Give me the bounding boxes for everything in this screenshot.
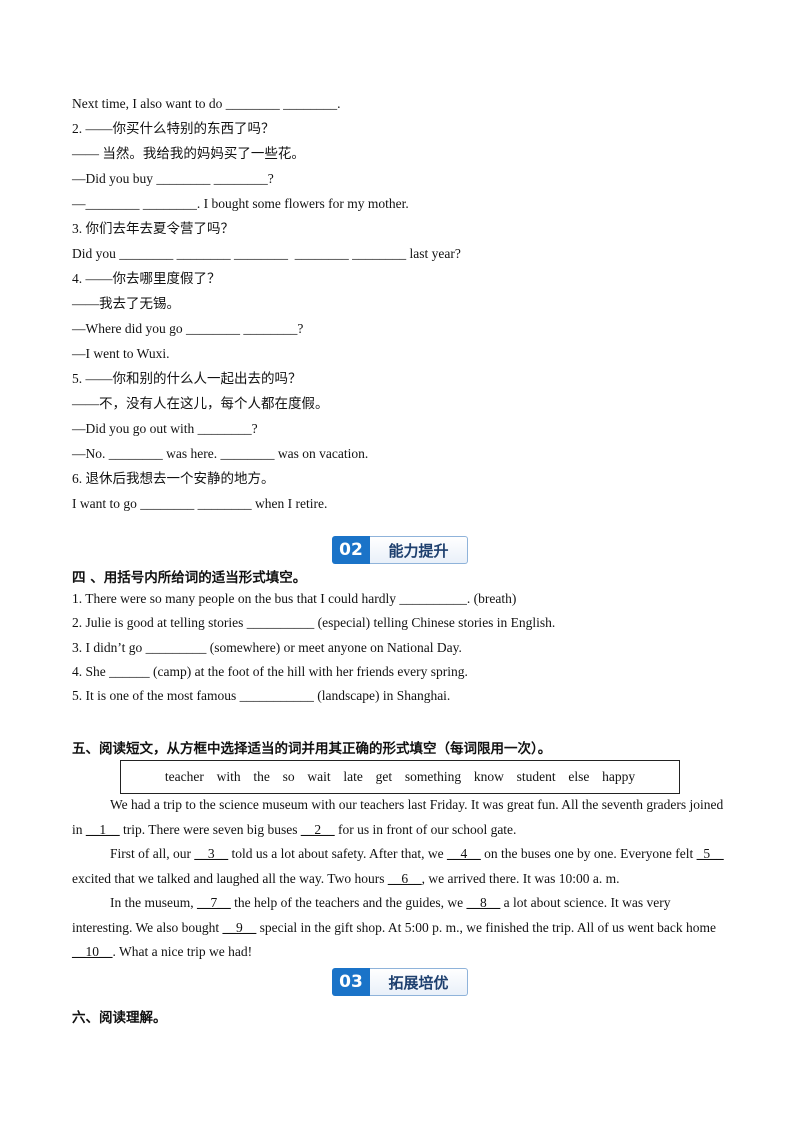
exercise-item: 2. Julie is good at telling stories ____… (72, 615, 556, 630)
text-line: ——我去了无锡。 (72, 296, 180, 311)
blank-10[interactable]: __10__ (72, 944, 113, 959)
word-bank-box: teacher with the so wait late get someth… (120, 760, 680, 794)
blank-9[interactable]: __9__ (222, 919, 257, 935)
question-2-cn: 2. ——你买什么特别的东西了吗？ (72, 121, 275, 136)
exercise-item: 4. She ______ (camp) at the foot of the … (72, 664, 468, 679)
question-5-cn: 5. ——你和别的什么人一起出去的吗？ (72, 371, 302, 386)
exercise-item: 3. I didn’t go _________ (somewhere) or … (72, 640, 462, 655)
blank-6[interactable]: __6__ (387, 870, 422, 886)
passage-paragraph-1: We had a trip to the science museum with… (72, 797, 724, 837)
text-line: Did you ________ ________ ________ _____… (72, 246, 461, 261)
text-line: —No. ________ was here. ________ was on … (72, 446, 369, 461)
section-5-title: 五、阅读短文，从方框中选择适当的词并用其正确的形式填空（每词限用一次）。 (72, 741, 552, 757)
badge-label: 拓展培优 (370, 968, 468, 996)
text-line: —Did you buy ________ ________? (72, 171, 274, 186)
section-4-title: 四 、用括号内所给词的适当形式填空。 (72, 570, 307, 586)
question-3-cn: 3. 你们去年去夏令营了吗？ (72, 221, 234, 236)
text-line: ——不，没有人在这儿，每个人都在度假。 (72, 396, 329, 411)
passage-paragraph-3: In the museum, __7__ the help of the tea… (72, 895, 716, 959)
badge-number: 02 (332, 536, 370, 564)
blank-8[interactable]: __8__ (466, 895, 501, 910)
badge-number: 03 (332, 968, 370, 996)
exercise-item: 1. There were so many people on the bus … (72, 591, 517, 606)
word-bank-text: teacher with the so wait late get someth… (164, 769, 636, 784)
text-line: Next time, I also want to do ________ __… (72, 96, 341, 111)
badge-label: 能力提升 (370, 536, 468, 564)
blank-3[interactable]: __3__ (194, 846, 229, 861)
blank-7[interactable]: __7__ (197, 895, 231, 910)
text-line: —I went to Wuxi. (72, 346, 170, 361)
passage-paragraph-2: First of all, our __3__ told us a lot ab… (72, 846, 724, 886)
question-4-cn: 4. ——你去哪里度假了？ (72, 271, 221, 286)
text-line: —Did you go out with ________? (72, 421, 258, 436)
text-line: —— 当然。我给我的妈妈买了一些花。 (72, 146, 305, 161)
blank-1[interactable]: __1__ (85, 821, 120, 837)
text-line: —Where did you go ________ ________? (72, 321, 304, 336)
question-6-cn: 6. 退休后我想去一个安静的地方。 (72, 471, 275, 486)
blank-4[interactable]: __4__ (446, 846, 481, 861)
section-badge-02: 02 能力提升 (332, 536, 468, 564)
blank-2[interactable]: __2__ (300, 821, 335, 837)
section-badge-03: 03 拓展培优 (332, 968, 468, 996)
text-line: —________ ________. I bought some flower… (72, 196, 409, 211)
blank-5[interactable]: _5__ (696, 846, 724, 861)
exercise-item: 5. It is one of the most famous ________… (72, 688, 451, 703)
section-6-title: 六、阅读理解。 (72, 1010, 167, 1026)
text-line: I want to go ________ ________ when I re… (72, 496, 328, 511)
